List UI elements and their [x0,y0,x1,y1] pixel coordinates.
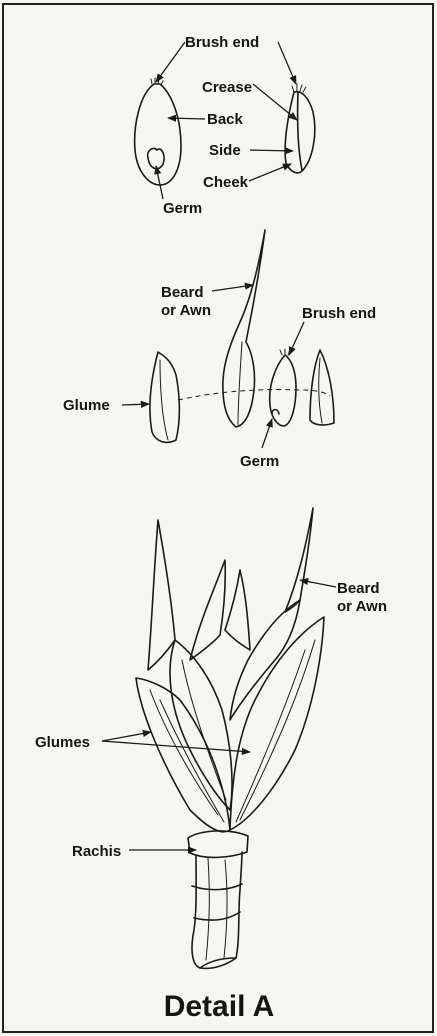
label-awn-2: or Awn [337,598,387,615]
label-side: Side [209,142,241,159]
label-beard-2: Beard [337,580,380,597]
spikelet-glume-right [310,350,334,425]
label-rachis: Rachis [72,843,121,860]
spikelet-awned-floret [223,230,265,427]
label-brush-end-2: Brush end [302,305,376,322]
kernel-side-view [285,84,315,173]
spikelet-kernel [270,349,296,426]
wheat-head [136,508,324,968]
spikelet-glume-left [150,352,179,442]
label-beard-1: Beard [161,284,204,301]
label-back: Back [207,111,244,128]
diagram-title: Detail A [164,990,275,1023]
label-glume: Glume [63,397,110,414]
label-awn-1: or Awn [161,302,211,319]
label-germ-2: Germ [240,453,279,470]
kernel-back-view [135,78,181,185]
label-cheek: Cheek [203,174,249,191]
label-crease: Crease [202,79,252,96]
label-brush-end: Brush end [185,34,259,51]
label-glumes: Glumes [35,734,90,751]
label-germ: Germ [163,200,202,217]
head-leaders [102,580,336,850]
